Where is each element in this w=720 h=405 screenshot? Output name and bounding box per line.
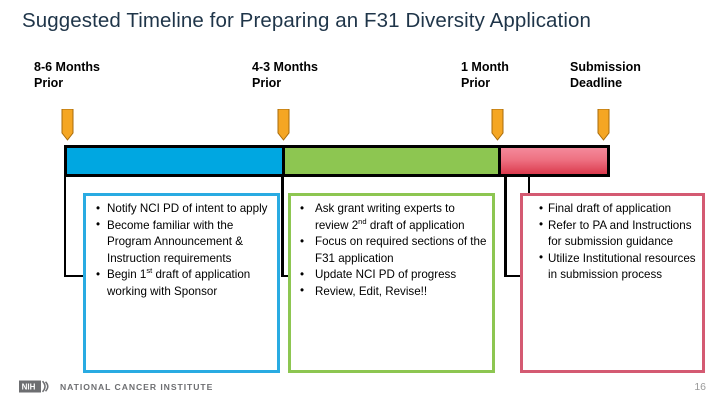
task-list-submission: Final draft of application Refer to PA a… — [523, 196, 702, 284]
callout-bracket-right-stem — [504, 177, 507, 277]
footer-logo: NIH NATIONAL CANCER INSTITUTE — [19, 380, 213, 393]
down-arrow-icon-submission-deadline — [597, 109, 610, 141]
phase-header-4-3-months: 4-3 Months Prior — [252, 60, 318, 90]
callout-bracket-middle-stem — [281, 177, 284, 277]
page-number: 16 — [694, 381, 706, 393]
timeline-segment-green — [285, 148, 501, 174]
list-item-text-post: draft of application working with Sponso… — [107, 268, 251, 298]
phase-header-1-month: 1 Month Prior — [461, 60, 509, 90]
timeline-segment-red — [501, 148, 607, 174]
list-item: Become familiar with the Program Announc… — [96, 217, 272, 268]
task-box-8-6-months: Notify NCI PD of intent to apply Become … — [83, 193, 280, 373]
nih-logo-icon: NIH — [19, 380, 53, 393]
list-item-superscript: nd — [358, 216, 367, 226]
list-item: Notify NCI PD of intent to apply — [96, 201, 272, 218]
phase-header-submission-deadline: Submission Deadline — [570, 60, 641, 90]
timeline-segment-blue — [67, 148, 285, 174]
list-item: Focus on required sections of the F31 ap… — [300, 234, 487, 267]
list-item-text-post: draft of application — [366, 218, 465, 232]
task-list-4-3-months: Ask grant writing experts to review 2nd … — [291, 196, 492, 301]
down-arrow-icon-8-6-months — [61, 109, 74, 141]
organization-name: NATIONAL CANCER INSTITUTE — [60, 381, 214, 392]
list-item: Ask grant writing experts to review 2nd … — [300, 200, 487, 234]
list-item: Begin 1st draft of application working w… — [96, 267, 272, 300]
callout-bracket-left — [64, 177, 90, 277]
down-arrow-icon-4-3-months — [277, 109, 290, 141]
task-box-4-3-months: Ask grant writing experts to review 2nd … — [288, 193, 495, 373]
task-box-submission: Final draft of application Refer to PA a… — [520, 193, 705, 373]
phase-header-8-6-months: 8-6 Months Prior — [34, 60, 100, 90]
task-list-8-6-months: Notify NCI PD of intent to apply Become … — [86, 196, 277, 301]
list-item-superscript: st — [146, 266, 153, 276]
list-item-text-pre: Ask grant writing experts to review 2 — [315, 202, 455, 232]
list-item: Refer to PA and Instructions for submiss… — [539, 217, 697, 251]
svg-text:NIH: NIH — [22, 383, 36, 392]
list-item-text-pre: Begin 1 — [107, 268, 147, 282]
page-title: Suggested Timeline for Preparing an F31 … — [22, 9, 592, 32]
list-item: Update NCI PD of progress — [300, 267, 487, 284]
list-item: Review, Edit, Revise!! — [300, 283, 487, 301]
timeline-bar — [64, 145, 610, 177]
down-arrow-icon-1-month — [491, 109, 504, 141]
list-item: Utilize Institutional resources in submi… — [539, 250, 697, 284]
list-item: Final draft of application — [539, 201, 697, 218]
